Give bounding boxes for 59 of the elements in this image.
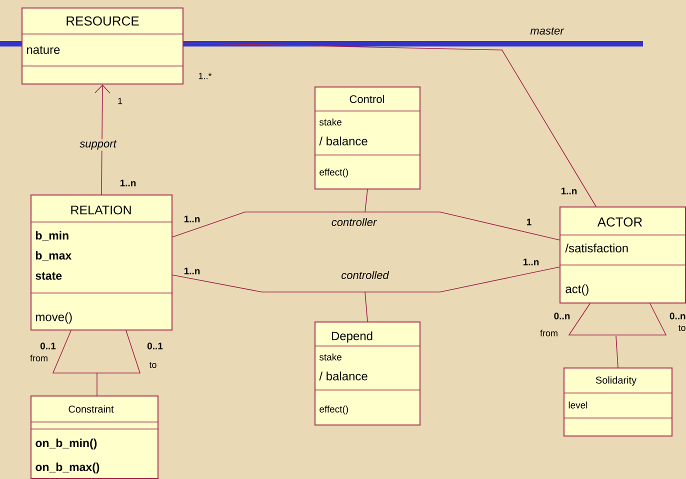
edge-label: master bbox=[530, 27, 564, 35]
association-line bbox=[52, 330, 141, 374]
multiplicity-label: 1..n bbox=[523, 258, 539, 266]
association-line bbox=[172, 266, 560, 292]
attribute: state bbox=[36, 272, 62, 280]
class-name: RESOURCE bbox=[66, 16, 139, 26]
operation: act() bbox=[566, 284, 588, 296]
multiplicity-label: 1..n bbox=[184, 268, 200, 274]
association-line bbox=[94, 84, 110, 195]
multiplicity-label: 0..n bbox=[670, 312, 686, 320]
multiplicity-label: 0..n bbox=[554, 312, 570, 320]
operation: on_b_min() bbox=[36, 438, 97, 450]
class-name: Control bbox=[350, 94, 384, 104]
class-box bbox=[30, 194, 172, 330]
association-line bbox=[364, 292, 368, 322]
multiplicity-label: to bbox=[678, 325, 686, 331]
association-line bbox=[183, 42, 596, 207]
class-name: RELATION bbox=[71, 206, 131, 214]
multiplicity-label: from bbox=[30, 354, 48, 362]
attribute: level bbox=[568, 402, 588, 408]
association-line bbox=[568, 303, 667, 336]
class-name: Solidarity bbox=[596, 376, 637, 386]
attribute: nature bbox=[27, 46, 60, 54]
association-line bbox=[364, 189, 368, 212]
edge-label: controlled bbox=[342, 270, 390, 280]
class-box bbox=[560, 206, 686, 304]
class-name: Constraint bbox=[68, 405, 114, 413]
attribute: stake bbox=[319, 354, 342, 360]
class-name: ACTOR bbox=[597, 217, 642, 227]
operation: move() bbox=[36, 312, 72, 324]
multiplicity-label: 0..1 bbox=[40, 342, 56, 350]
attribute: stake bbox=[319, 118, 342, 126]
multiplicity-label: 1..n bbox=[184, 216, 200, 222]
operation: effect() bbox=[320, 406, 348, 414]
attribute: b_max bbox=[36, 251, 72, 261]
multiplicity-label: 1..n bbox=[561, 188, 577, 194]
class-box bbox=[30, 396, 158, 479]
class-box bbox=[314, 322, 420, 426]
edge-label: support bbox=[78, 139, 118, 151]
class-box bbox=[314, 86, 420, 190]
association-line bbox=[96, 372, 98, 396]
class-name: Depend bbox=[332, 331, 372, 343]
multiplicity-label: 0..1 bbox=[147, 342, 163, 350]
attribute: b_min bbox=[36, 231, 68, 241]
operation: effect() bbox=[320, 168, 348, 178]
multiplicity-label: to bbox=[149, 362, 156, 368]
association-line bbox=[616, 336, 618, 368]
edge-label: controller bbox=[332, 218, 377, 226]
multiplicity-label: 1 bbox=[526, 218, 532, 226]
attribute: / balance bbox=[319, 136, 368, 146]
multiplicity-label: 1 bbox=[118, 98, 122, 104]
multiplicity-label: 1..* bbox=[198, 72, 212, 80]
attribute: / balance bbox=[319, 372, 368, 380]
class-box bbox=[22, 8, 184, 84]
attribute: /satisfaction bbox=[565, 244, 628, 252]
multiplicity-label: from bbox=[540, 330, 558, 336]
association-line bbox=[172, 212, 560, 240]
operation: on_b_max() bbox=[36, 462, 100, 474]
class-box bbox=[564, 368, 672, 436]
